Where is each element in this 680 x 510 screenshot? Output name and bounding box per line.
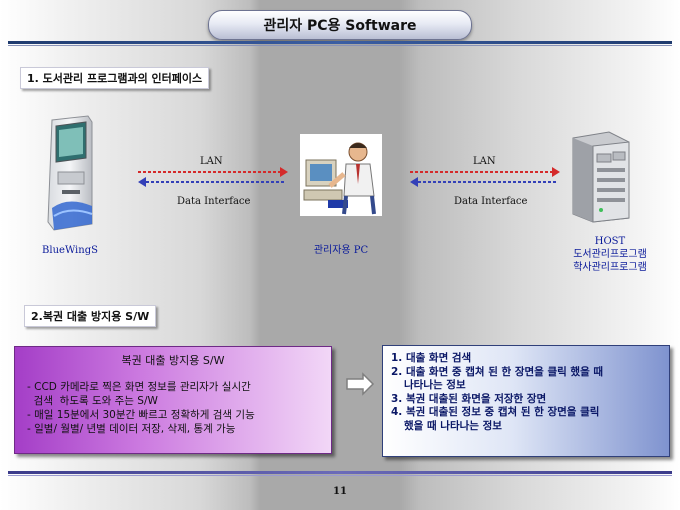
left-red-arrowhead [280, 167, 288, 177]
screen-list-item-cont: 했을 때 나타나는 정보 [404, 419, 502, 432]
bottom-divider-thin [8, 475, 672, 476]
host-label-line: 학사관리프로그램 [573, 262, 647, 273]
page-number: 11 [333, 486, 347, 497]
host-label: HOST 도서관리프로그램 학사관리프로그램 [555, 235, 665, 274]
left-blue-arrowhead [138, 177, 146, 187]
screen-list-item: 3. 복권 대출된 화면을 저장한 장면 [391, 392, 547, 405]
kiosk-icon [47, 115, 93, 231]
screen-list-item-cont: 나타나는 정보 [404, 379, 466, 392]
admin-pc-label: 관리자용 PC [313, 245, 369, 256]
screen-list-item: 1. 대출 화면 검색 [391, 352, 472, 364]
slide-title: 관리자 PC용 Software [208, 10, 472, 40]
section1-label: 1. 도서관리 프로그램과의 인터페이스 [20, 67, 210, 89]
feature-box: 복권 대출 방지용 S/W - CCD 카메라로 찍은 화면 정보를 관리자가 … [14, 346, 332, 454]
host-label-line: 도서관리프로그램 [573, 249, 647, 260]
right-arrow-icon [346, 372, 375, 396]
left-data-interface-label: Data Interface [177, 196, 251, 207]
right-blue-arrowhead [410, 177, 418, 187]
left-link-arrows [138, 167, 288, 187]
feature-line: - 일별/ 월별/ 년별 데이터 저장, 삭제, 통계 가능 [27, 423, 236, 435]
host-label-line: HOST [594, 236, 626, 247]
screen-list-item: 2. 대출 화면 중 캡쳐 된 한 장면을 클릭 했을 때 [391, 365, 604, 378]
right-red-arrowhead [552, 167, 560, 177]
screen-list-box: 1. 대출 화면 검색 2. 대출 화면 중 캡쳐 된 한 장면을 클릭 했을 … [382, 345, 670, 457]
bottom-divider [8, 471, 672, 474]
bluewings-label: BlueWingS [42, 245, 98, 256]
feature-line: 검색 하도록 도와 주는 S/W [27, 395, 158, 407]
admin-pc-icon [300, 134, 382, 216]
right-data-interface-label: Data Interface [454, 196, 528, 207]
screen-list: 1. 대출 화면 검색 2. 대출 화면 중 캡쳐 된 한 장면을 클릭 했을 … [391, 352, 667, 434]
right-link-arrows [410, 167, 560, 187]
feature-box-title: 복권 대출 방지용 S/W [121, 354, 225, 367]
top-divider-thin [8, 45, 672, 46]
section2-label: 2.복권 대출 방지용 S/W [24, 305, 157, 327]
feature-list: - CCD 카메라로 찍은 화면 정보를 관리자가 실시간 검색 하도록 도와 … [27, 380, 327, 436]
left-lan-label: LAN [200, 156, 223, 167]
right-lan-label: LAN [473, 156, 496, 167]
host-server-icon [572, 131, 630, 223]
top-divider [8, 41, 672, 44]
feature-line: - 매일 15분에서 30분간 빠르고 정확하게 검색 기능 [27, 409, 255, 421]
feature-line: - CCD 카메라로 찍은 화면 정보를 관리자가 실시간 [27, 381, 251, 393]
screen-list-item: 4. 복권 대출된 정보 중 캡쳐 된 한 장면을 클릭 [391, 406, 600, 419]
